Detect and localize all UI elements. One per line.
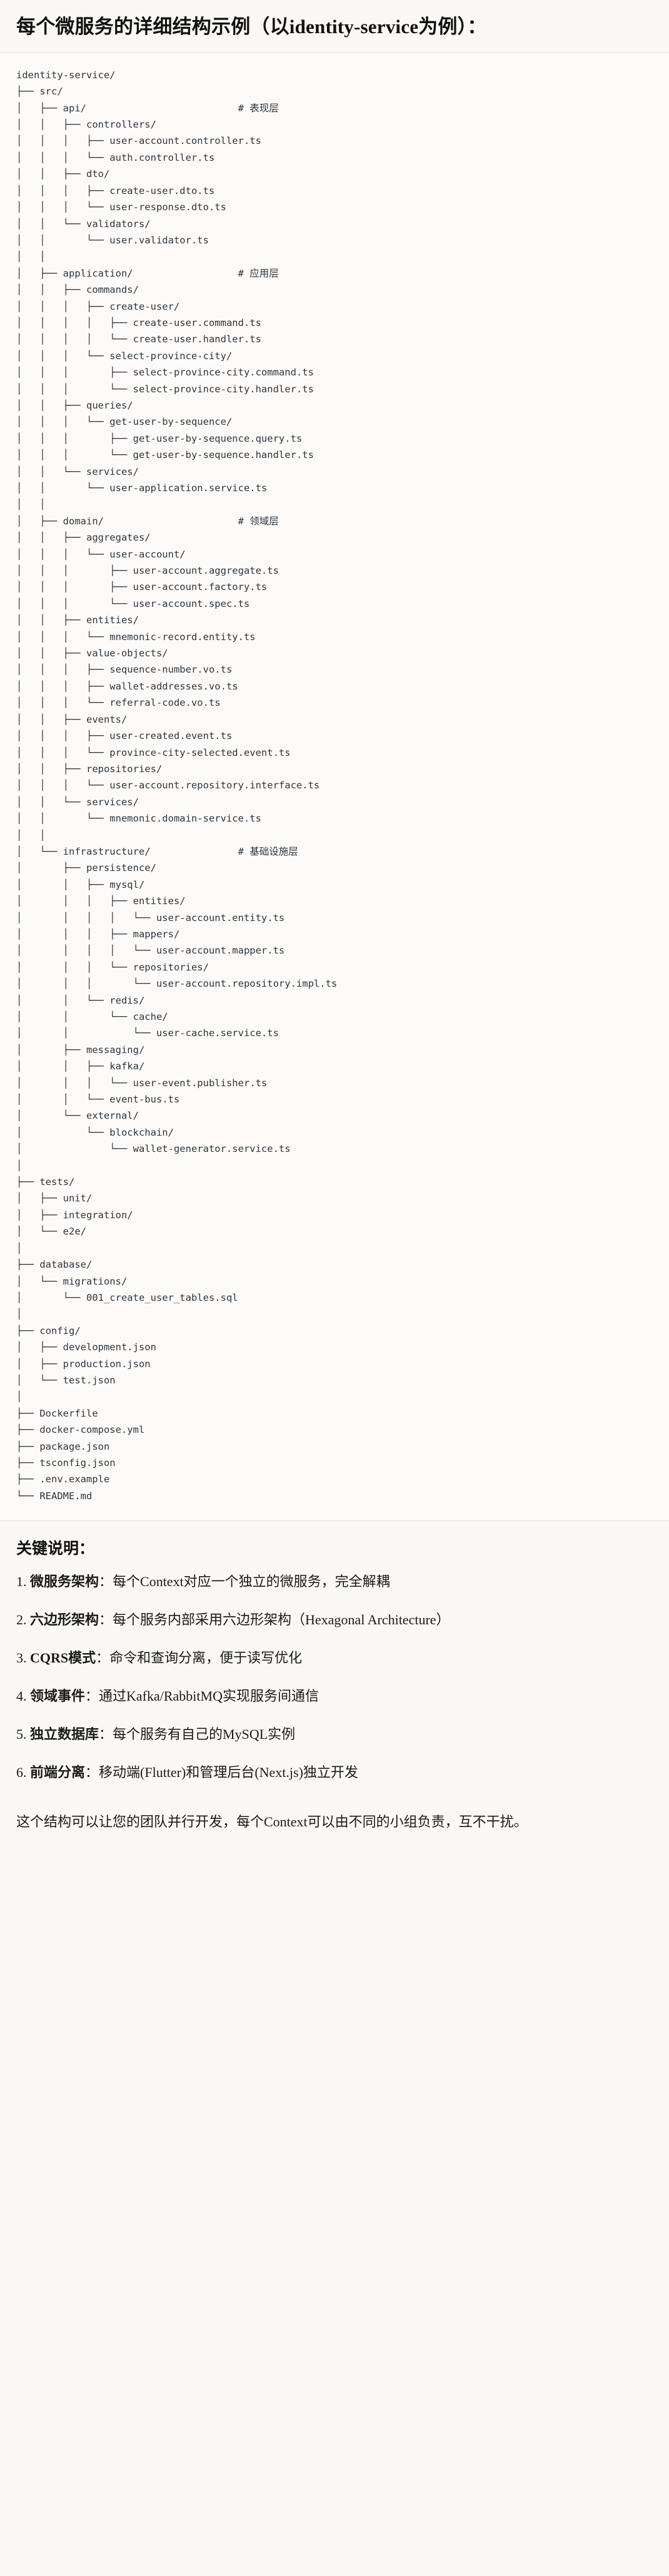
list-item: 六边形架构：每个服务内部采用六边形架构（Hexagonal Architectu… [16, 1609, 653, 1630]
note-term: 前端分离 [30, 1764, 86, 1781]
note-desc: ：每个服务有自己的MySQL实例 [99, 1726, 296, 1743]
page-root: 每个微服务的详细结构示例（以identity-service为例）： ident… [0, 0, 669, 1849]
note-term: CQRS模式 [30, 1650, 96, 1666]
note-desc: ：每个Context对应一个独立的微服务，完全解耦 [99, 1574, 390, 1590]
code-divider [0, 1520, 669, 1522]
note-term: 领域事件 [30, 1688, 86, 1704]
list-item: CQRS模式：命令和查询分离，便于读写优化 [16, 1647, 653, 1668]
list-item: 前端分离：移动端(Flutter)和管理后台(Next.js)独立开发 [16, 1762, 653, 1783]
notes-heading: 关键说明： [16, 1540, 95, 1558]
notes-list: 微服务架构：每个Context对应一个独立的微服务，完全解耦 六边形架构：每个服… [16, 1571, 653, 1783]
list-item: 微服务架构：每个Context对应一个独立的微服务，完全解耦 [16, 1571, 653, 1592]
code-block: identity-service/ ├── src/ │ ├── api/ # … [0, 53, 669, 1521]
page-title: 每个微服务的详细结构示例（以identity-service为例）： [16, 16, 487, 38]
note-desc: ：每个服务内部采用六边形架构（Hexagonal Architecture） [99, 1612, 450, 1628]
list-item: 领域事件：通过Kafka/RabbitMQ实现服务间通信 [16, 1686, 653, 1706]
directory-tree: identity-service/ ├── src/ │ ├── api/ # … [16, 69, 338, 1502]
note-desc: ：通过Kafka/RabbitMQ实现服务间通信 [85, 1688, 319, 1704]
closing-paragraph: 这个结构可以让您的团队并行开发，每个Context可以由不同的小组负责，互不干扰… [16, 1814, 528, 1830]
list-item: 独立数据库：每个服务有自己的MySQL实例 [16, 1724, 653, 1744]
note-desc: ：移动端(Flutter)和管理后台(Next.js)独立开发 [85, 1764, 358, 1781]
notes-section: 关键说明： 微服务架构：每个Context对应一个独立的微服务，完全解耦 六边形… [0, 1521, 669, 1806]
note-term: 微服务架构 [30, 1574, 99, 1590]
note-term: 六边形架构 [30, 1612, 99, 1628]
note-term: 独立数据库 [30, 1726, 99, 1743]
note-desc: ：命令和查询分离，便于读写优化 [96, 1650, 303, 1666]
